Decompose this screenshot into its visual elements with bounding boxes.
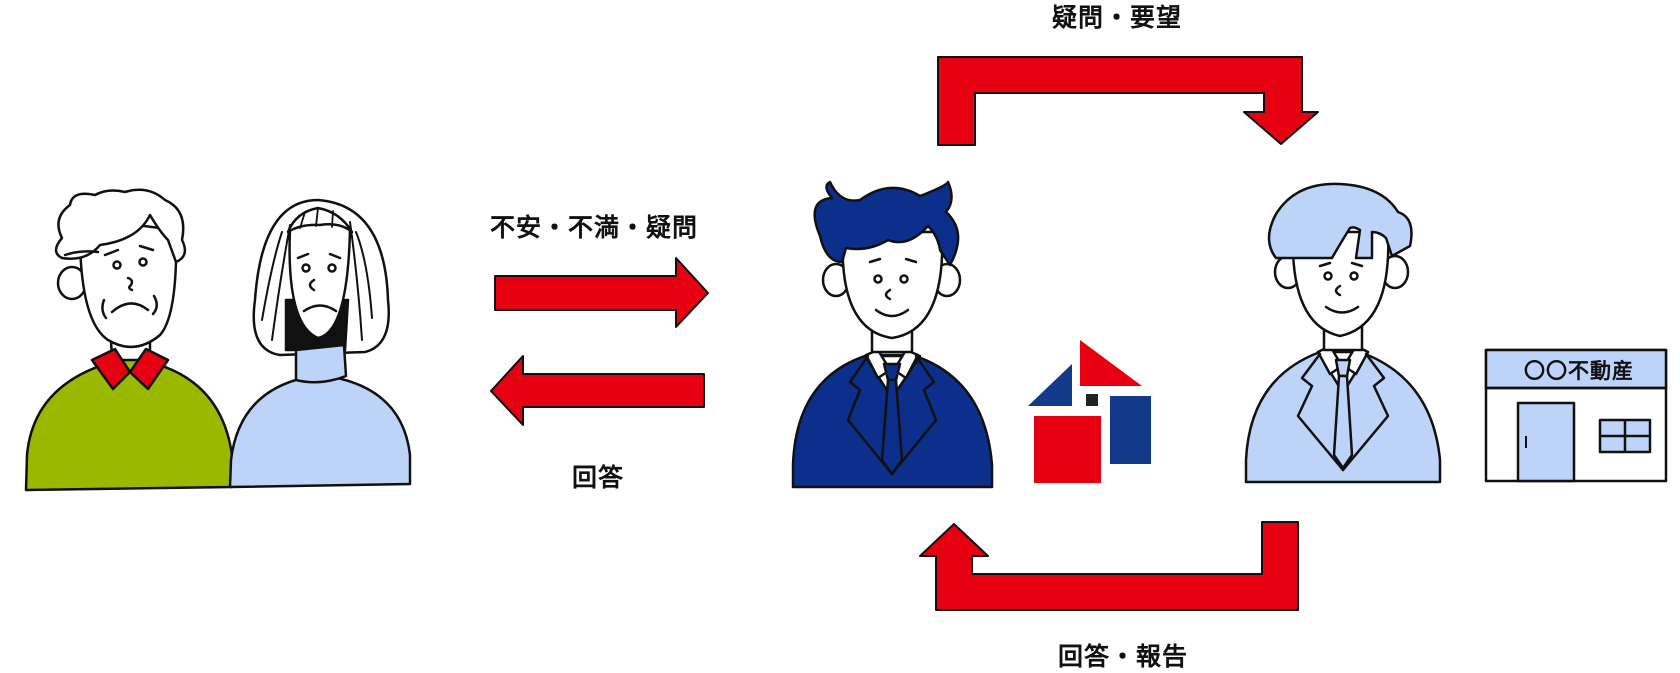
request-loop-arrow <box>937 56 1319 146</box>
concerns-arrow <box>494 257 709 328</box>
elderly-woman-icon <box>228 198 412 489</box>
concerns-label: 不安・不満・疑問 <box>490 213 699 242</box>
house-logo-icon <box>1028 340 1151 483</box>
report-loop-arrow <box>919 521 1299 611</box>
real-estate-office-icon <box>1484 348 1668 483</box>
office-door <box>1516 401 1576 483</box>
office-sign: 〇〇不動産 <box>1524 359 1634 383</box>
agent-man-icon <box>1244 182 1442 484</box>
elderly-man-icon <box>24 188 234 492</box>
request-label: 疑問・要望 <box>1052 3 1183 32</box>
answer-label: 回答 <box>572 463 625 492</box>
answer-arrow <box>490 355 705 426</box>
report-label: 回答・報告 <box>1058 642 1189 671</box>
advisor-man-icon <box>791 180 994 489</box>
